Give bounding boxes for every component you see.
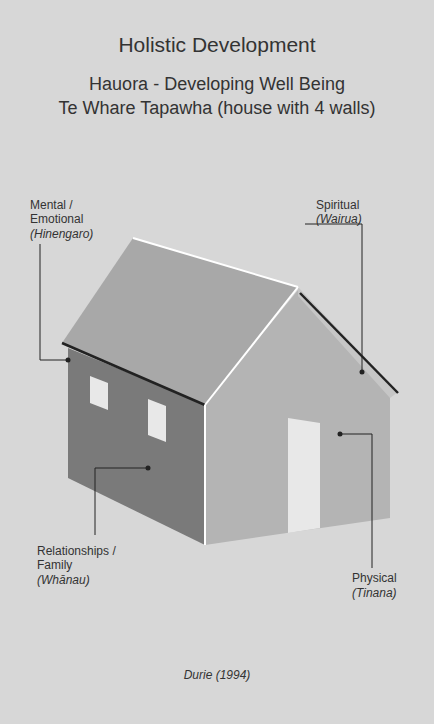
subtitle: Te Whare Tapawha (house with 4 walls) <box>0 98 434 120</box>
corner-line <box>205 287 298 405</box>
dimension-name: Spiritual <box>316 198 416 212</box>
leader-line <box>40 244 68 360</box>
dimension-name: Physical <box>352 571 432 585</box>
window <box>148 399 166 442</box>
roof-edge <box>298 287 398 398</box>
leader-line <box>340 434 372 568</box>
leader-dot <box>338 432 343 437</box>
window <box>90 376 108 410</box>
maori-name: (Whānau) <box>37 573 137 587</box>
subtitle: Hauora - Developing Well Being <box>0 74 434 96</box>
ridge-line <box>133 238 298 287</box>
leader-line <box>95 468 148 535</box>
leader-dot <box>66 358 71 363</box>
corner-line <box>204 405 206 545</box>
dimension-name: Relationships / Family <box>37 544 137 573</box>
door <box>288 418 320 533</box>
title: Holistic Development <box>0 32 434 57</box>
eave-line <box>62 343 205 405</box>
maori-name: (Tinana) <box>352 586 432 600</box>
dimension-name: Mental / Emotional <box>30 198 100 227</box>
maori-name: (Wairua) <box>316 212 416 226</box>
leader-dot <box>146 466 151 471</box>
caption: Durie (1994) <box>0 668 434 682</box>
maori-name: (Hinengaro) <box>30 227 120 241</box>
leader-dot <box>360 370 365 375</box>
leader-line <box>305 224 362 372</box>
eave-line <box>300 293 398 393</box>
